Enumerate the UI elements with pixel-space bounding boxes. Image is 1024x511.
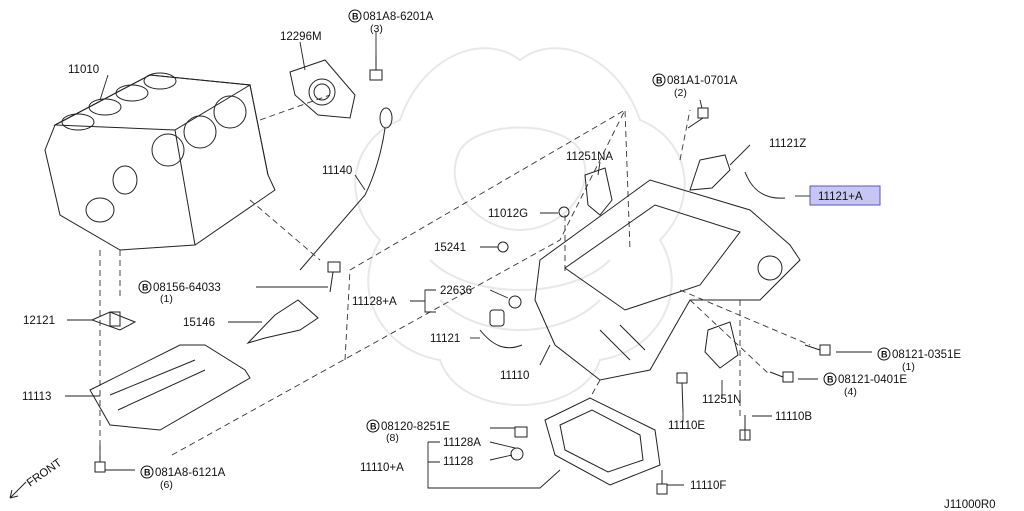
wire-11121-drawing: [479, 329, 523, 349]
qty-081a8-6121a: (6): [160, 479, 173, 491]
bolt-symbol-letter: B: [881, 350, 888, 360]
highlighted-part-box: [809, 185, 881, 206]
bolt-symbol-icon: [138, 280, 152, 294]
bolt-symbol-letter: B: [370, 422, 377, 432]
upper-oil-pan-drawing: [534, 179, 801, 381]
qty-08121-0351e: (1): [902, 361, 915, 373]
callout-11251n[interactable]: 11251N: [702, 394, 741, 406]
drain-plug-drawing: [510, 426, 528, 461]
callout-11128[interactable]: 11128: [443, 456, 473, 468]
drawing-code: J11000R0: [944, 499, 996, 511]
bolt-08156-64033-drawing: [327, 261, 341, 293]
callout-11110f[interactable]: 11110F: [690, 480, 726, 492]
callout-12121[interactable]: 12121: [23, 315, 55, 327]
bolt-symbol-letter: B: [827, 375, 834, 385]
gasket-11251n-drawing: [704, 321, 739, 369]
callout-12296m[interactable]: 12296M: [280, 31, 322, 43]
qty-081a1-0701a: (2): [674, 87, 687, 99]
callout-11110-a[interactable]: 11110+A: [360, 462, 404, 474]
callout-11121z[interactable]: 11121Z: [769, 138, 806, 150]
callout-081a8-6201a[interactable]: 081A8-6201A: [363, 11, 434, 23]
callout-081a8-6121a[interactable]: 081A8-6121A: [155, 467, 226, 479]
qty-08120-8251e: (8): [386, 432, 399, 444]
callout-081a1-0701a[interactable]: 081A1-0701A: [667, 75, 738, 87]
callout-11010[interactable]: 11010: [68, 64, 99, 76]
callout-11110b[interactable]: 11110B: [775, 411, 812, 423]
bolt-symbol-icon: [823, 372, 837, 386]
front-direction-indicator: FRONT: [9, 457, 64, 499]
callout-08121-0351e[interactable]: 08121-0351E: [892, 349, 961, 361]
callout-11128-a[interactable]: 11128+A: [352, 296, 397, 308]
callout-15241[interactable]: 15241: [434, 242, 466, 254]
lower-oil-pan-drawing: [544, 397, 661, 486]
callout-11121[interactable]: 11121: [430, 333, 460, 345]
callout-11140[interactable]: 11140: [322, 165, 352, 177]
sensor-22636-drawing: [489, 295, 522, 327]
callout-11121-a[interactable]: 11121+A: [818, 191, 863, 203]
front-label: FRONT: [25, 457, 64, 490]
heat-shield-15146-drawing: [246, 299, 319, 345]
sensor-wire-drawing: [744, 171, 786, 199]
front-arrow-icon: [9, 481, 27, 499]
callouts: 11010 12296M B 081A8-6201A (3) B 081A1-0…: [22, 9, 961, 492]
bolt-symbol-icon: [652, 73, 666, 87]
qty-08121-0401e: (4): [844, 386, 857, 398]
bolt-symbol-icon: [140, 465, 154, 479]
bolt-symbol-letter: B: [352, 12, 359, 22]
splash-shield-11113-drawing: [89, 344, 251, 431]
callout-11251na[interactable]: 11251NA: [566, 151, 613, 163]
bolt-symbol-icon: [366, 419, 380, 433]
callout-08120-8251e[interactable]: 08120-8251E: [381, 421, 450, 433]
callout-11012g[interactable]: 11012G: [488, 208, 528, 220]
bolt-symbol-icon: [877, 347, 891, 361]
leader-lines: [65, 32, 872, 489]
callout-11110e[interactable]: 11110E: [668, 420, 705, 432]
baffle-11121z-drawing: [689, 154, 731, 191]
callout-08121-0401e[interactable]: 08121-0401E: [838, 374, 907, 386]
bolt-symbol-icon: [348, 9, 362, 23]
watermark-emblem: [354, 47, 686, 406]
callout-08156-64033[interactable]: 08156-64033: [153, 282, 221, 294]
callout-11110[interactable]: 11110: [500, 370, 529, 382]
assembly-lines: [99, 94, 811, 460]
oil-seal-retainer-drawing: [289, 59, 356, 119]
bolt-symbol-letter: B: [142, 283, 149, 293]
gasket-11251na-drawing: [584, 167, 613, 216]
callout-22636[interactable]: 22636: [440, 285, 472, 297]
cylinder-block-drawing: [44, 72, 276, 251]
qty-08156-64033: (1): [160, 293, 173, 305]
dipstick-drawing: [299, 107, 393, 271]
qty-081a8-6201a: (3): [370, 23, 383, 35]
callout-11128a[interactable]: 11128A: [443, 437, 481, 449]
callout-15146[interactable]: 15146: [183, 317, 215, 329]
bolt-symbol-letter: B: [144, 468, 151, 478]
callout-11113[interactable]: 11113: [22, 391, 51, 403]
bracket-12121-drawing: [90, 311, 137, 331]
bolt-081a8-6201a-drawing: [369, 55, 383, 81]
bolt-symbol-letter: B: [656, 76, 663, 86]
